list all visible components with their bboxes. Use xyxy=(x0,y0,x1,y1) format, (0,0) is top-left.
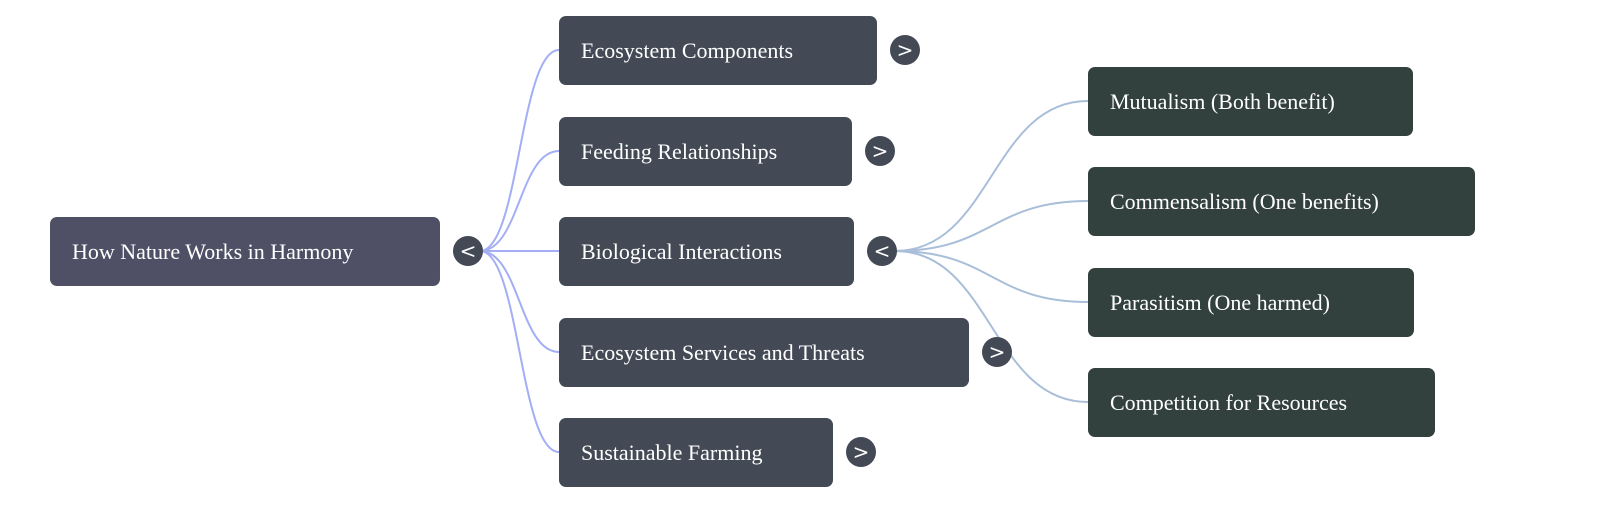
connector-line xyxy=(479,250,560,453)
connector-line xyxy=(894,200,1089,252)
interaction-label: Competition for Resources xyxy=(1110,389,1348,415)
connector-line xyxy=(479,250,560,353)
topic-node[interactable]: Ecosystem Services and Threats xyxy=(559,318,969,387)
connector-line xyxy=(894,250,1089,403)
interaction-label: Parasitism (One harmed) xyxy=(1110,289,1330,315)
topic-node[interactable]: Sustainable Farming xyxy=(559,418,833,487)
interaction-label: Mutualism (Both benefit) xyxy=(1110,88,1335,114)
topic-node[interactable]: Biological Interactions xyxy=(559,217,854,286)
topic-label: Biological Interactions xyxy=(581,238,782,264)
collapse-toggle-root[interactable]: < xyxy=(453,236,483,266)
expand-toggle[interactable]: > xyxy=(865,136,895,166)
topic-node[interactable]: Feeding Relationships xyxy=(559,117,852,186)
topic-node[interactable]: Ecosystem Components xyxy=(559,16,877,85)
topic-label: Ecosystem Components xyxy=(581,37,794,63)
topic-label: Ecosystem Services and Threats xyxy=(581,339,865,365)
topic-label: Sustainable Farming xyxy=(581,439,763,465)
connector-line xyxy=(479,150,560,252)
interaction-node[interactable]: Mutualism (Both benefit) xyxy=(1088,67,1413,136)
connector-line xyxy=(894,100,1089,252)
expand-toggle[interactable]: > xyxy=(846,437,876,467)
interaction-label: Commensalism (One benefits) xyxy=(1110,188,1379,214)
interaction-node[interactable]: Parasitism (One harmed) xyxy=(1088,268,1414,337)
root-label: How Nature Works in Harmony xyxy=(72,238,354,264)
interaction-node[interactable]: Commensalism (One benefits) xyxy=(1088,167,1475,236)
topic-label: Feeding Relationships xyxy=(581,138,778,164)
collapse-toggle[interactable]: < xyxy=(867,236,897,266)
interaction-node[interactable]: Competition for Resources xyxy=(1088,368,1435,437)
connector-line xyxy=(894,250,1089,303)
expand-toggle[interactable]: > xyxy=(890,35,920,65)
connector-line xyxy=(479,49,560,252)
root-node[interactable]: How Nature Works in Harmony xyxy=(50,217,440,286)
expand-toggle[interactable]: > xyxy=(982,337,1012,367)
